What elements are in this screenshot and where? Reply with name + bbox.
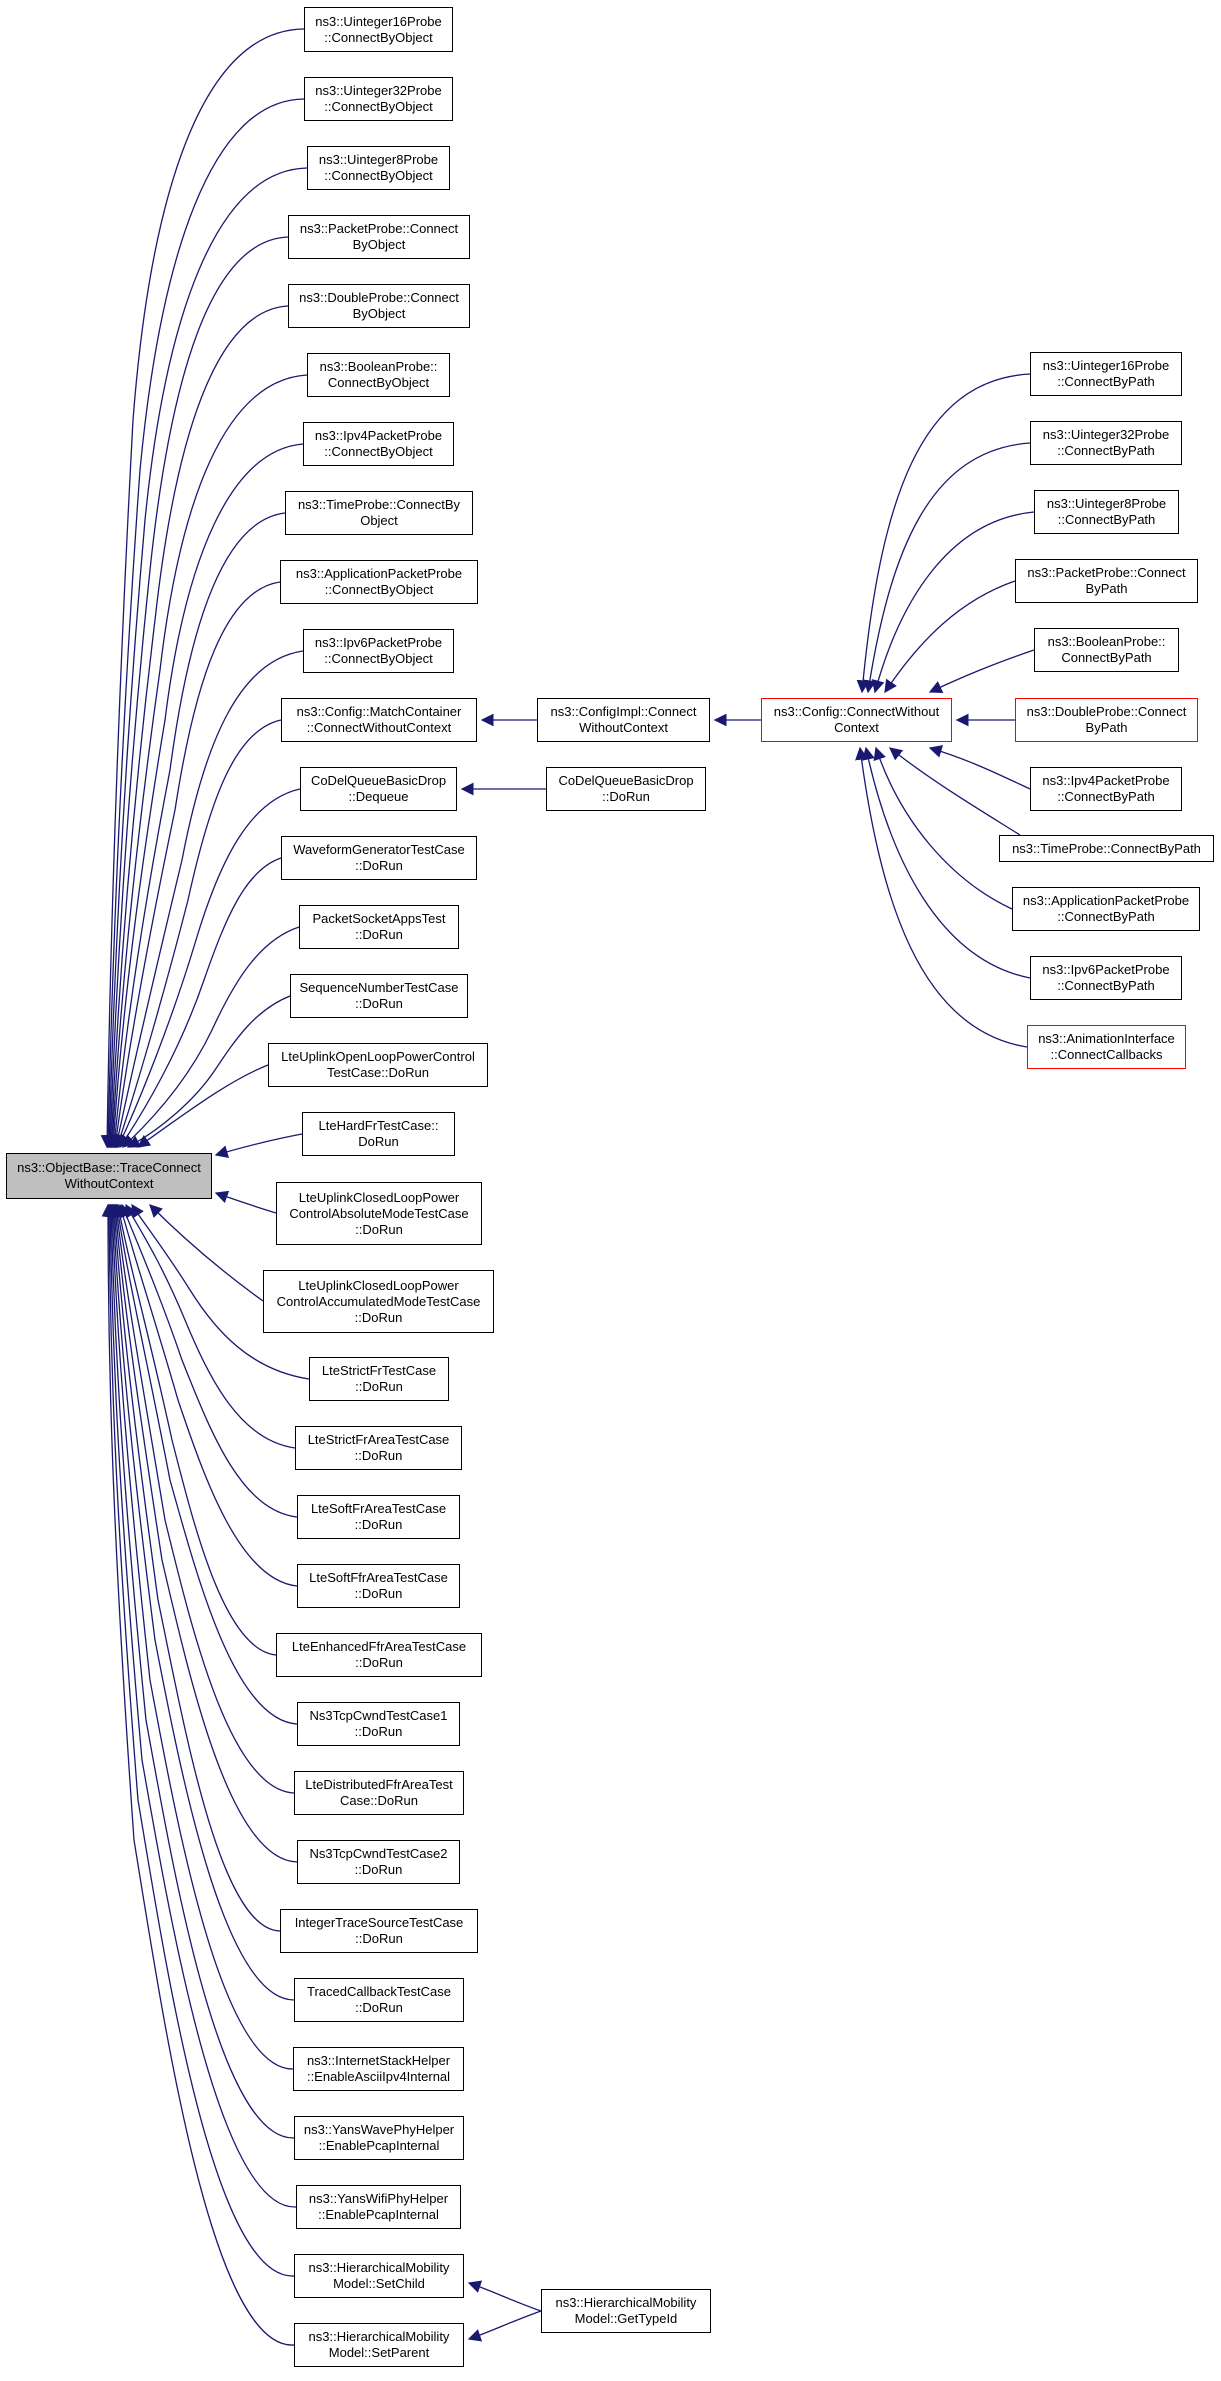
edge-u16obj-root	[100, 28, 305, 1149]
edge-yanswave-root	[104, 1203, 295, 2139]
node-appobj[interactable]: ns3::ApplicationPacketProbe ::ConnectByO…	[280, 560, 478, 604]
edge-ltesoftffrarea-root	[116, 1203, 298, 1587]
edge-timeobj-root	[108, 512, 286, 1149]
edge-appobj-root	[110, 581, 281, 1149]
node-seqnum[interactable]: SequenceNumberTestCase ::DoRun	[290, 974, 468, 1018]
node-codeldeq[interactable]: CoDelQueueBasicDrop ::Dequeue	[300, 767, 457, 811]
edge-ipv6obj-root	[112, 650, 304, 1149]
edge-inttrace-root	[108, 1203, 281, 1932]
node-waveform[interactable]: WaveformGeneratorTestCase ::DoRun	[281, 836, 477, 880]
edge-animif-configconn	[855, 746, 1028, 1048]
node-u16path[interactable]: ns3::Uinteger16Probe ::ConnectByPath	[1030, 352, 1182, 396]
node-ltesoftffrarea[interactable]: LteSoftFfrAreaTestCase ::DoRun	[297, 1564, 460, 1608]
node-ipv6obj[interactable]: ns3::Ipv6PacketProbe ::ConnectByObject	[303, 629, 454, 673]
node-dblpath[interactable]: ns3::DoubleProbe::Connect ByPath	[1015, 698, 1198, 742]
node-animif[interactable]: ns3::AnimationInterface ::ConnectCallbac…	[1027, 1025, 1186, 1069]
edge-timepath-configconn	[888, 747, 1021, 836]
node-ltesoftfrarea[interactable]: LteSoftFrAreaTestCase ::DoRun	[297, 1495, 460, 1539]
edge-dblobj-root	[105, 305, 289, 1149]
node-apppath[interactable]: ns3::ApplicationPacketProbe ::ConnectByP…	[1012, 887, 1200, 931]
node-pktobj[interactable]: ns3::PacketProbe::Connect ByObject	[288, 215, 470, 259]
edge-pktobj-root	[103, 236, 289, 1149]
edge-u8path-configconn	[871, 511, 1035, 694]
edge-boolpath-configconn	[928, 649, 1035, 693]
node-u8obj[interactable]: ns3::Uinteger8Probe ::ConnectByObject	[307, 146, 450, 190]
node-lteenh[interactable]: LteEnhancedFfrAreaTestCase ::DoRun	[276, 1633, 482, 1677]
node-ltestrict[interactable]: LteStrictFrTestCase ::DoRun	[309, 1357, 449, 1401]
node-yanswifi[interactable]: ns3::YansWifiPhyHelper ::EnablePcapInter…	[296, 2185, 461, 2229]
node-hiersetparent[interactable]: ns3::HierarchicalMobility Model::SetPare…	[294, 2323, 464, 2367]
node-ltedist[interactable]: LteDistributedFfrAreaTest Case::DoRun	[294, 1771, 464, 1815]
node-match[interactable]: ns3::Config::MatchContainer ::ConnectWit…	[281, 698, 477, 742]
edge-yanswifi-root	[103, 1203, 297, 2208]
node-hiergettype[interactable]: ns3::HierarchicalMobility Model::GetType…	[541, 2289, 711, 2333]
node-ipv4path[interactable]: ns3::Ipv4PacketProbe ::ConnectByPath	[1030, 767, 1182, 811]
edge-apppath-configconn	[873, 746, 1013, 910]
edge-ipv4path-configconn	[928, 745, 1031, 790]
node-ipv6path[interactable]: ns3::Ipv6PacketProbe ::ConnectByPath	[1030, 956, 1182, 1000]
edge-pktpath-configconn	[884, 580, 1016, 694]
node-inttrace[interactable]: IntegerTraceSourceTestCase ::DoRun	[280, 1909, 478, 1953]
edge-pktsock-root	[122, 926, 300, 1148]
node-ns3tcp1[interactable]: Ns3TcpCwndTestCase1 ::DoRun	[297, 1702, 460, 1746]
node-hiersetchild[interactable]: ns3::HierarchicalMobility Model::SetChil…	[294, 2254, 464, 2298]
edge-tracedcb-root	[107, 1203, 295, 2001]
edge-ltehard-root	[214, 1133, 303, 1158]
node-boolpath[interactable]: ns3::BooleanProbe:: ConnectByPath	[1034, 628, 1179, 672]
node-codeldorun[interactable]: CoDelQueueBasicDrop ::DoRun	[546, 767, 706, 811]
node-lteclosedabs[interactable]: LteUplinkClosedLoopPower ControlAbsolute…	[276, 1182, 482, 1245]
edge-ipv4obj-root	[107, 443, 304, 1149]
edge-u16path-configconn	[856, 373, 1031, 694]
node-ltestrictarea[interactable]: LteStrictFrAreaTestCase ::DoRun	[295, 1426, 462, 1470]
edge-lteopen-root	[136, 1064, 269, 1148]
node-timeobj[interactable]: ns3::TimeProbe::ConnectBy Object	[285, 491, 473, 535]
node-configconn[interactable]: ns3::Config::ConnectWithout Context	[761, 698, 952, 742]
edge-ltedist-root	[110, 1203, 295, 1794]
edge-lteclosedabs-root	[214, 1190, 277, 1214]
edge-hiersetparent-root	[101, 1203, 295, 2346]
node-tracedcb[interactable]: TracedCallbackTestCase ::DoRun	[294, 1978, 464, 2022]
node-pktpath[interactable]: ns3::PacketProbe::Connect ByPath	[1015, 559, 1198, 603]
node-ipv4obj[interactable]: ns3::Ipv4PacketProbe ::ConnectByObject	[303, 422, 454, 466]
edge-ltestrict-root	[131, 1203, 310, 1380]
node-u16obj[interactable]: ns3::Uinteger16Probe ::ConnectByObject	[304, 7, 453, 52]
node-configimpl[interactable]: ns3::ConfigImpl::Connect WithoutContext	[537, 698, 710, 742]
node-u32path[interactable]: ns3::Uinteger32Probe ::ConnectByPath	[1030, 421, 1182, 465]
edge-match-root	[114, 719, 282, 1149]
edge-ltesoftfrarea-root	[120, 1203, 298, 1518]
node-ns3tcp2[interactable]: Ns3TcpCwndTestCase2 ::DoRun	[297, 1840, 460, 1884]
node-boolobj[interactable]: ns3::BooleanProbe:: ConnectByObject	[307, 353, 450, 397]
node-u8path[interactable]: ns3::Uinteger8Probe ::ConnectByPath	[1034, 490, 1179, 534]
node-lteclosedacc[interactable]: LteUplinkClosedLoopPower ControlAccumula…	[263, 1270, 494, 1333]
node-ltehard[interactable]: LteHardFrTestCase:: DoRun	[302, 1112, 455, 1156]
edge-ns3tcp2-root	[109, 1203, 298, 1863]
edge-u32obj-root	[101, 98, 305, 1149]
node-root: ns3::ObjectBase::TraceConnect WithoutCon…	[6, 1153, 212, 1199]
edge-inetstack-root	[105, 1203, 294, 2070]
edge-u32path-configconn	[863, 442, 1031, 694]
edge-ns3tcp1-root	[112, 1203, 298, 1725]
node-timepath[interactable]: ns3::TimeProbe::ConnectByPath	[999, 835, 1214, 862]
edge-lteenh-root	[113, 1203, 277, 1656]
edge-u8obj-root	[102, 167, 308, 1149]
node-dblobj[interactable]: ns3::DoubleProbe::Connect ByObject	[288, 284, 470, 328]
edge-ltestrictarea-root	[125, 1203, 296, 1449]
node-pktsock[interactable]: PacketSocketAppsTest ::DoRun	[299, 905, 459, 949]
edge-hiergettype-hiersetparent	[467, 2310, 542, 2342]
edge-hiersetchild-root	[102, 1203, 295, 2277]
edge-hiergettype-hiersetchild	[467, 2280, 542, 2312]
node-inetstack[interactable]: ns3::InternetStackHelper ::EnableAsciiIp…	[293, 2047, 464, 2091]
edge-seqnum-root	[126, 995, 291, 1148]
edge-waveform-root	[119, 857, 282, 1149]
node-lteopen[interactable]: LteUplinkOpenLoopPowerControl TestCase::…	[268, 1043, 488, 1087]
edge-boolobj-root	[106, 374, 308, 1149]
edge-ipv6path-configconn	[862, 746, 1031, 979]
edge-lteclosedacc-root	[149, 1204, 264, 1302]
node-yanswave[interactable]: ns3::YansWavePhyHelper ::EnablePcapInter…	[294, 2116, 464, 2160]
node-u32obj[interactable]: ns3::Uinteger32Probe ::ConnectByObject	[304, 77, 453, 121]
edge-codeldeq-root	[117, 788, 301, 1149]
